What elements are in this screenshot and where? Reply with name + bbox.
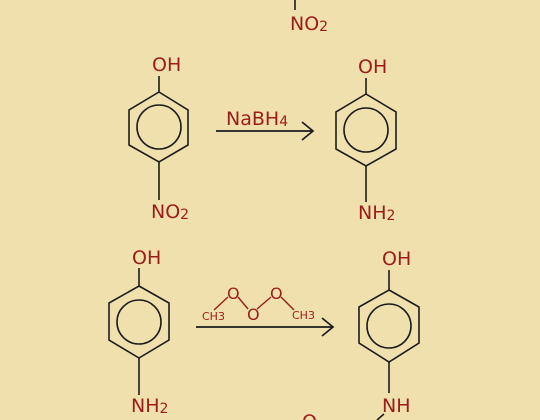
methyl-label: CH3 [292,309,315,322]
product-paracetamol: OH NH O [302,248,420,420]
oxygen-label: O [227,284,240,303]
benzene-ring [358,289,420,363]
hydroxyl-label: OH [152,54,181,76]
arrow-head [321,317,335,337]
reaction-arrow-2: O O O CH3 CH3 [196,284,335,337]
hydroxyl-label: OH [132,247,161,269]
bond-line [376,413,385,420]
aromatic-circle [366,303,412,349]
nitro-label: NO2 [290,13,328,35]
bond-line [280,296,295,311]
benzene-ring [108,285,170,359]
benzene-ring [128,91,189,163]
aromatic-circle [343,107,389,153]
top-fragment: NO2 [290,0,328,35]
bond-line [237,296,249,310]
benzene-ring [335,93,397,167]
arrow-head [301,121,315,141]
hydroxyl-label: OH [382,248,411,270]
acetic-anhydride-structure: O O O CH3 CH3 [202,284,315,324]
nitro-label: NO2 [151,201,189,223]
bond-line [256,296,272,310]
reaction-arrow-1: NaBH4 [216,108,315,141]
carbonyl-oxygen-label: O [302,411,317,420]
oxygen-label: O [247,305,260,324]
amine-label: NH2 [131,395,168,417]
product-4-aminophenol: OH NH2 [335,56,397,224]
aromatic-circle [136,104,182,150]
hydroxyl-label: OH [358,56,387,78]
methyl-label: CH3 [202,310,225,323]
reaction-1: OH NO2 NaBH4 OH NH2 [128,54,397,224]
amide-nh-label: NH [382,395,411,417]
reaction-2: OH NH2 O O O CH3 CH3 OH [108,247,420,420]
reagent-label: NaBH4 [226,108,288,130]
bond-line [213,296,229,311]
amine-label: NH2 [358,202,395,224]
aromatic-circle [116,299,162,345]
oxygen-label: O [270,284,283,303]
reactant-4-aminophenol: OH NH2 [108,247,170,417]
reactant-4-nitrophenol: OH NO2 [128,54,189,223]
